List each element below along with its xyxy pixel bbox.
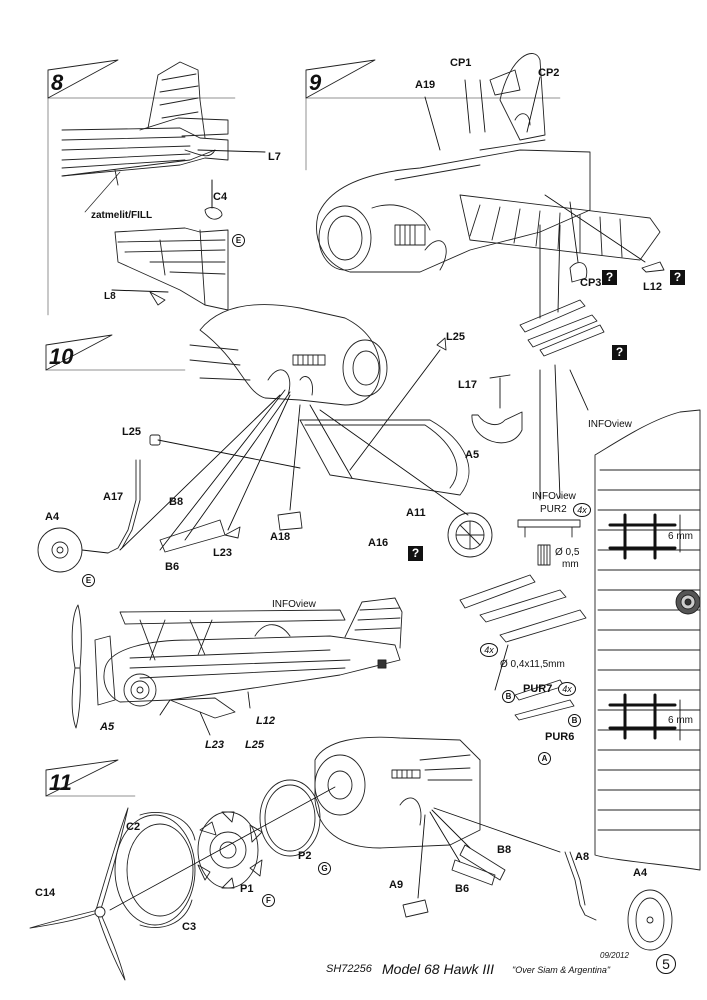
- part-label-PUR7: PUR7: [523, 683, 553, 695]
- step-10-drawing: [37, 304, 701, 871]
- part-label-CP1: CP1: [450, 57, 472, 69]
- part-label-B8: B8: [169, 496, 184, 508]
- part-label-L25-small: L25: [122, 426, 141, 438]
- infoview-label-2: INFOview: [532, 491, 576, 502]
- footer-code: SH72256: [326, 963, 372, 975]
- spacing-dim-2: 6 mm: [668, 715, 693, 726]
- paint-code-a: A: [538, 752, 551, 765]
- part-label-PUR2: PUR2: [540, 504, 567, 515]
- part-label-L17: L17: [458, 379, 477, 391]
- part-label-P2: P2: [298, 850, 312, 862]
- part-label-L12: L12: [643, 281, 662, 293]
- step-number-9: 9: [309, 70, 322, 95]
- wing-plan-view: [594, 409, 701, 871]
- paint-code-e: E: [232, 234, 245, 247]
- hole-unit: mm: [562, 559, 579, 570]
- part-label-B8-11: B8: [497, 844, 512, 856]
- side-view-aircraft: [71, 597, 403, 736]
- part-label-L7: L7: [268, 151, 281, 163]
- infoview-label-1: INFOview: [588, 419, 632, 430]
- step-number-10: 10: [49, 344, 74, 369]
- part-label-A5: A5: [465, 449, 480, 461]
- part-label-A9: A9: [389, 879, 404, 891]
- part-label-A8: A8: [575, 851, 590, 863]
- question-mark-a16: ?: [408, 546, 423, 561]
- part-label-L25: L25: [446, 331, 465, 343]
- infoview-label-3: INFOview: [272, 599, 316, 610]
- part-label-B6: B6: [165, 561, 180, 573]
- part-label-L8: L8: [104, 291, 116, 302]
- quantity-4x-3: 4x: [558, 682, 576, 696]
- part-label-CP3: CP3: [580, 277, 602, 289]
- page-number: 5: [656, 954, 676, 974]
- part-label-PUR6: PUR6: [545, 731, 575, 743]
- step-number-11: 11: [49, 770, 72, 795]
- question-mark-racks: ?: [612, 345, 627, 360]
- question-mark-l12: ?: [670, 270, 685, 285]
- part-label-L23: L23: [213, 547, 232, 559]
- part-label-A17: A17: [103, 491, 124, 503]
- part-label-C2: C2: [126, 821, 141, 833]
- paint-code-f: F: [262, 894, 275, 907]
- part-label-C3: C3: [182, 921, 197, 933]
- step-number-8: 8: [51, 70, 64, 95]
- footer-date: 09/2012: [600, 951, 629, 960]
- question-mark-cp3: ?: [602, 270, 617, 285]
- spacing-dim-1: 6 mm: [668, 531, 693, 542]
- footer-model: Model 68 Hawk III: [382, 961, 495, 977]
- side-label-L23: L23: [205, 739, 224, 751]
- bomb-racks-10: [459, 574, 587, 721]
- side-label-L12: L12: [256, 715, 275, 727]
- side-label-L25: L25: [245, 739, 264, 751]
- fill-note: zatmelit/FILL: [91, 210, 153, 221]
- rod-size: Ø 0,4x11,5mm: [500, 659, 565, 670]
- part-label-B6-11: B6: [455, 883, 470, 895]
- part-label-A4: A4: [45, 511, 60, 523]
- part-label-C4: C4: [213, 191, 228, 203]
- hole-diameter: Ø 0,5: [555, 547, 580, 558]
- step-8-drawing: [47, 59, 266, 316]
- part-label-C14: C14: [35, 887, 56, 899]
- part-label-A11: A11: [406, 507, 426, 519]
- part-label-A19: A19: [415, 79, 436, 91]
- quantity-4x-2: 4x: [480, 643, 498, 657]
- step-9-drawing: [305, 53, 665, 357]
- paint-code-b: B: [502, 690, 515, 703]
- side-label-A5: A5: [100, 721, 115, 733]
- step-11-drawing: [29, 736, 673, 981]
- footer-subtitle: "Over Siam & Argentina": [512, 965, 611, 975]
- bomb-racks-9: [519, 224, 605, 357]
- paint-code-g: G: [318, 862, 331, 875]
- part-label-A18: A18: [270, 531, 291, 543]
- part-label-CP2: CP2: [538, 67, 560, 79]
- quantity-4x-1: 4x: [573, 503, 591, 517]
- part-label-A16: A16: [368, 537, 389, 549]
- paint-code-b-2: B: [568, 714, 581, 727]
- part-label-A4-11: A4: [633, 867, 648, 879]
- part-label-P1: P1: [240, 883, 254, 895]
- paint-code-e-2: E: [82, 574, 95, 587]
